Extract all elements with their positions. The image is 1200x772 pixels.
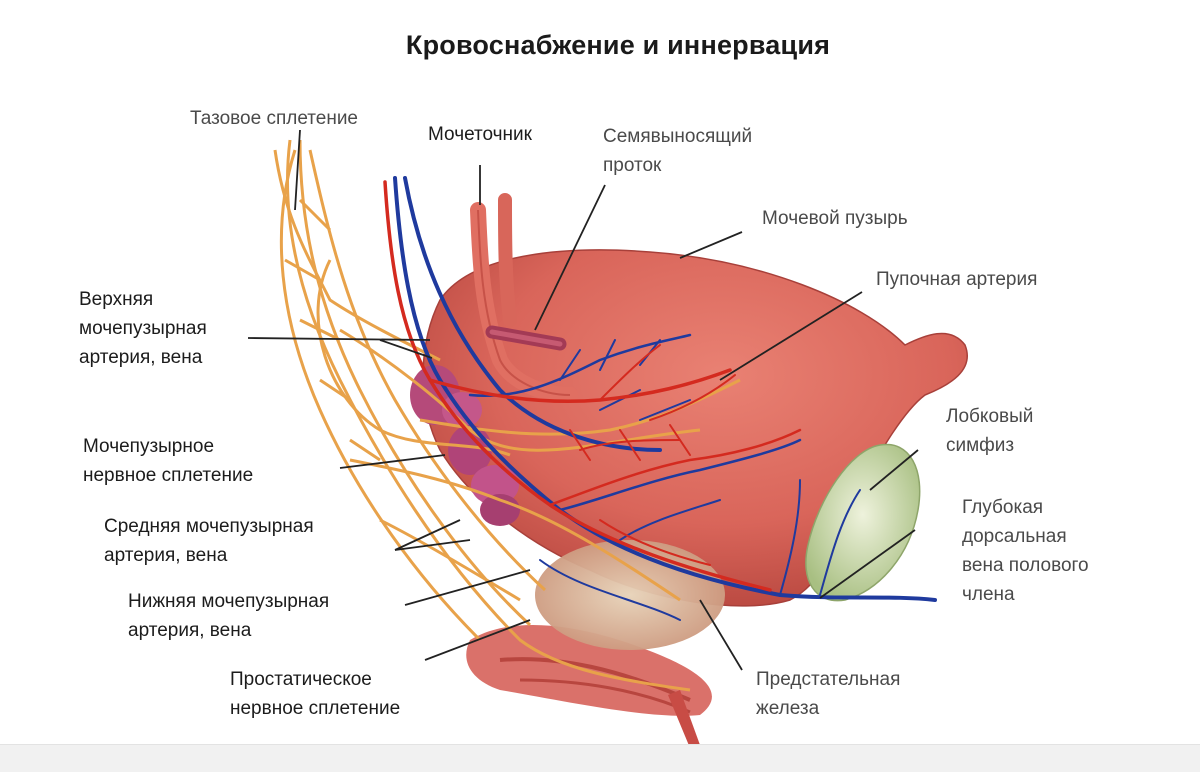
label-bladder: Мочевой пузырь [762,208,908,229]
pelvic-nerve-plexus [273,139,741,692]
label-middle-vesical: Средняя мочепузырная артерия, вена [104,516,314,566]
arteries [383,180,802,592]
label-dorsal-vein: Глубокая дорсальная вена полового члена [962,497,1089,605]
label-prostatic-plexus: Простатическое нервное сплетение [230,669,401,719]
diagram-title: Кровоснабжение и иннервация [405,30,831,60]
label-inferior-vesical: Нижняя мочепузырная артерия, вена [128,591,330,641]
label-pelvic-plexus: Тазовое сплетение [190,108,359,129]
label-ureter: Мочеточник [428,124,532,145]
label-vesical-plexus: Мочепузырное нервное сплетение [83,436,254,486]
pubic-symphysis [805,443,921,602]
label-superior-vesical: Верхняя мочепузырная артерия, вена [79,289,207,368]
label-pubic-symphysis: Лобковый симфиз [946,406,1034,456]
vas-deferens [485,325,567,351]
ureter [470,193,578,403]
leader-lines [247,129,919,671]
prostate [535,540,725,650]
label-umbilical-artery: Пупочная артерия [876,269,1038,290]
label-vas-deferens: Семявыносящий проток [603,126,753,176]
bottom-strip [0,744,1200,772]
label-prostate: Предстательная железа [756,669,901,719]
